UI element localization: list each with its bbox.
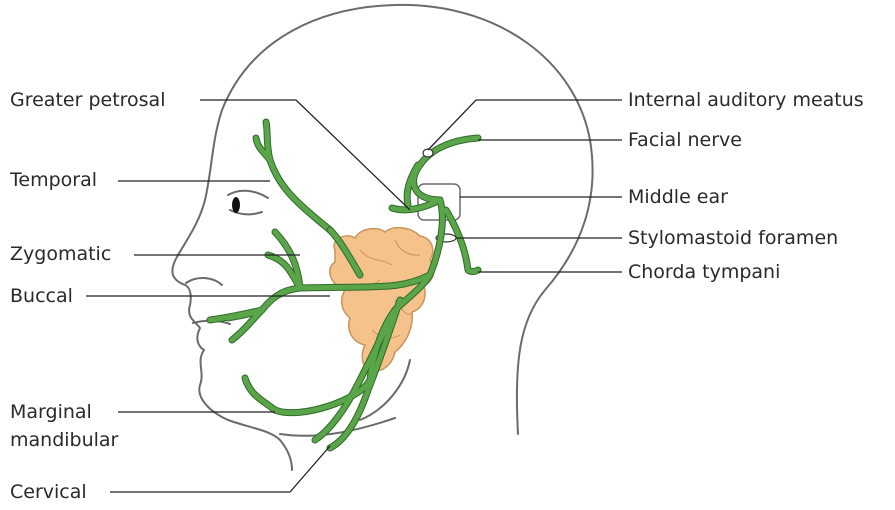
- nostril: [186, 278, 222, 285]
- label-marginal: Marginal: [10, 400, 92, 424]
- label-middle-ear: Middle ear: [628, 185, 728, 209]
- facial-nerve: [210, 122, 478, 448]
- label-buccal: Buccal: [10, 284, 73, 308]
- label-facial-nerve: Facial nerve: [628, 128, 742, 152]
- eyebrow: [228, 191, 268, 198]
- label-greater-petrosal: Greater petrosal: [10, 88, 165, 112]
- label-temporal: Temporal: [10, 168, 97, 192]
- leader-cervical: [110, 446, 330, 492]
- label-internal-auditory-meatus: Internal auditory meatus: [628, 88, 864, 112]
- label-chorda-tympani: Chorda tympani: [628, 260, 780, 284]
- label-stylomastoid-foramen: Stylomastoid foramen: [628, 226, 838, 250]
- eye-pupil: [232, 197, 240, 213]
- label-cervical: Cervical: [10, 480, 87, 504]
- label-zygomatic: Zygomatic: [10, 242, 111, 266]
- label-mandibular: mandibular: [10, 428, 118, 452]
- internal-auditory-meatus-ring: [423, 149, 433, 157]
